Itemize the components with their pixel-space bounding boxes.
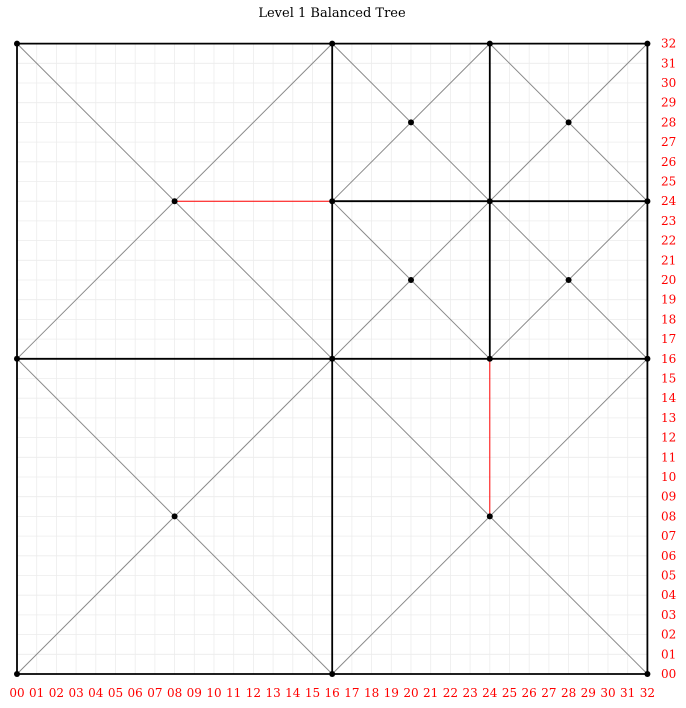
tree-node (14, 355, 20, 362)
x-tick-label: 01 (29, 686, 44, 700)
quadtree-edges (16, 42, 649, 675)
y-tick-label: 17 (661, 332, 676, 346)
x-tick-label: 08 (167, 686, 182, 700)
y-tick-label: 08 (661, 509, 676, 523)
y-tick-label: 26 (661, 155, 676, 169)
y-tick-label: 11 (661, 450, 676, 464)
x-tick-label: 09 (187, 686, 202, 700)
tree-nodes (14, 40, 651, 677)
y-tick-label: 18 (661, 312, 676, 326)
x-tick-label: 23 (462, 686, 477, 700)
x-tick-label: 25 (502, 686, 517, 700)
y-tick-label: 07 (661, 529, 676, 543)
y-tick-label: 04 (661, 588, 677, 602)
y-tick-label: 16 (661, 352, 676, 366)
y-tick-label: 22 (661, 234, 676, 248)
tree-node (329, 355, 336, 362)
x-tick-label: 10 (206, 686, 221, 700)
x-tick-label: 18 (364, 686, 379, 700)
y-tick-label: 19 (661, 293, 676, 307)
x-tick-label: 32 (640, 686, 655, 700)
x-tick-label: 04 (88, 686, 104, 700)
y-tick-label: 02 (661, 628, 676, 642)
y-tick-label: 30 (661, 76, 676, 90)
tree-node (408, 277, 414, 283)
y-tick-label: 14 (661, 391, 677, 405)
y-tick-label: 13 (661, 411, 676, 425)
x-tick-label: 06 (128, 686, 143, 700)
tree-node (329, 40, 336, 47)
y-tick-label: 21 (661, 253, 676, 267)
x-tick-label: 17 (344, 686, 359, 700)
x-axis-tick-labels: 00 01 02 03 04 05 06 07 08 09 10 11 12 13 14 15 16 17 18 19… (9, 686, 655, 700)
x-tick-label: 05 (108, 686, 123, 700)
tree-node (565, 277, 572, 283)
y-tick-label: 25 (661, 175, 676, 189)
y-tick-label: 00 (661, 667, 676, 681)
x-tick-label: 13 (265, 686, 280, 700)
x-tick-label: 22 (443, 686, 458, 700)
y-tick-label: 09 (661, 490, 676, 504)
y-tick-label: 06 (661, 549, 676, 563)
y-axis-tick-labels: 00 01 02 03 04 05 06 07 08 09 10 11 12 13 14 15 16 17 18 19… (661, 37, 677, 681)
x-tick-label: 30 (600, 686, 615, 700)
y-tick-label: 15 (661, 372, 676, 386)
tree-node (644, 198, 651, 205)
tree-node (486, 355, 493, 362)
y-tick-label: 23 (661, 214, 676, 228)
x-tick-label: 14 (285, 686, 301, 700)
x-tick-label: 15 (305, 686, 320, 700)
x-tick-label: 02 (49, 686, 64, 700)
x-tick-label: 27 (541, 686, 556, 700)
x-tick-label: 03 (68, 686, 83, 700)
tree-node (486, 40, 493, 47)
x-tick-label: 19 (384, 686, 399, 700)
tree-node (644, 671, 651, 677)
highlighted-edges (174, 200, 491, 517)
x-tick-label: 12 (246, 686, 261, 700)
tree-node (329, 671, 336, 677)
y-tick-label: 27 (661, 135, 676, 149)
x-tick-label: 21 (423, 686, 438, 700)
tree-node (171, 513, 178, 520)
tree-node (486, 198, 493, 205)
tree-node (14, 671, 20, 677)
y-tick-label: 05 (661, 569, 676, 583)
y-tick-label: 12 (661, 431, 676, 445)
tree-node (486, 513, 493, 520)
x-tick-label: 16 (325, 686, 340, 700)
tree-node (329, 198, 336, 205)
x-tick-label: 24 (482, 686, 498, 700)
x-tick-label: 11 (226, 686, 241, 700)
x-tick-label: 31 (620, 686, 635, 700)
y-tick-label: 20 (661, 273, 676, 287)
tree-node (644, 355, 651, 362)
x-tick-label: 26 (522, 686, 537, 700)
tree-node (644, 40, 651, 47)
x-tick-label: 07 (147, 686, 162, 700)
y-tick-label: 31 (661, 56, 676, 70)
y-tick-label: 32 (661, 37, 676, 51)
y-tick-label: 29 (661, 96, 676, 110)
x-tick-label: 20 (403, 686, 418, 700)
tree-node (408, 119, 414, 126)
y-tick-label: 10 (661, 470, 676, 484)
tree-node (565, 119, 572, 126)
x-tick-label: 28 (561, 686, 576, 700)
y-tick-label: 03 (661, 608, 676, 622)
y-tick-label: 01 (661, 647, 676, 661)
y-tick-label: 24 (661, 194, 677, 208)
diagram-title: Level 1 Balanced Tree (258, 6, 406, 21)
tree-node (14, 40, 20, 47)
x-tick-label: 29 (581, 686, 596, 700)
tree-node (171, 198, 178, 205)
x-tick-label: 00 (9, 686, 24, 700)
y-tick-label: 28 (661, 115, 676, 129)
